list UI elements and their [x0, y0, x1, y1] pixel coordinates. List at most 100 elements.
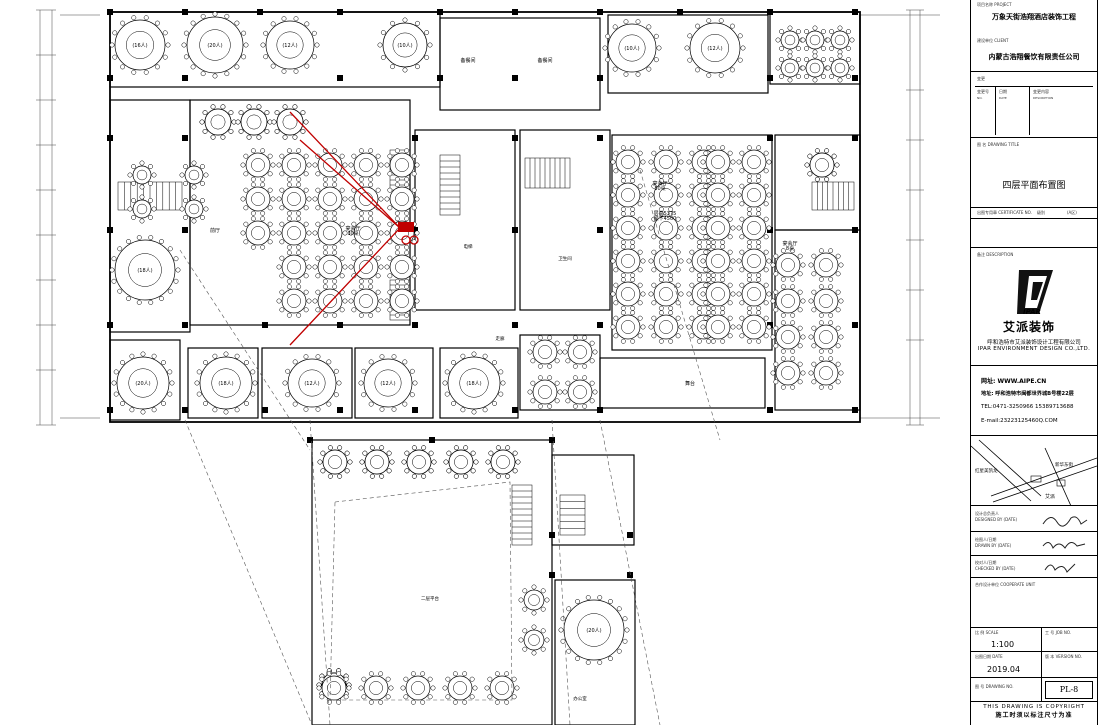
round-table: (10人): [377, 17, 433, 73]
chair: [756, 239, 762, 245]
chair: [111, 256, 117, 262]
table-top: [653, 215, 679, 241]
chair: [109, 42, 115, 48]
chair: [620, 272, 626, 278]
chair: [790, 356, 796, 362]
round-table: [443, 445, 479, 479]
chair: [608, 656, 613, 662]
chair: [117, 246, 123, 252]
chair: [797, 325, 803, 331]
chair: [375, 187, 381, 193]
round-table: [736, 277, 772, 311]
chair: [612, 24, 618, 30]
plan-label: 备餐间: [460, 57, 475, 64]
round-table: [808, 284, 844, 318]
chair: [703, 216, 709, 222]
lazy-susan: [453, 681, 467, 695]
chair: [537, 375, 543, 381]
chair: [368, 284, 374, 290]
chair: [250, 244, 256, 250]
table-top: [567, 379, 593, 405]
chair: [342, 162, 348, 168]
chair: [703, 249, 709, 255]
chair: [143, 15, 149, 21]
chair: [112, 30, 118, 36]
chair: [346, 685, 352, 691]
lazy-susan: [323, 158, 337, 172]
checker-label: 校对人/日期: [975, 560, 997, 565]
chair: [613, 282, 619, 288]
chair: [387, 205, 393, 211]
chair: [646, 24, 652, 30]
chair: [616, 606, 622, 612]
chair: [696, 277, 702, 283]
chair: [612, 66, 618, 72]
chair: [623, 71, 629, 77]
round-table: [348, 250, 384, 284]
chair: [332, 312, 338, 318]
chair: [228, 110, 234, 116]
chair: [386, 468, 392, 474]
round-table: [442, 671, 478, 705]
chair: [720, 305, 726, 311]
round-table: [610, 244, 646, 278]
chair: [589, 340, 595, 346]
table-top: [523, 629, 545, 651]
chair: [127, 206, 133, 212]
chair: [181, 42, 187, 48]
chair: [790, 312, 796, 318]
chair: [710, 178, 716, 184]
chair: [337, 445, 343, 451]
chair: [231, 119, 237, 125]
chair: [696, 305, 702, 311]
chair: [351, 307, 357, 313]
chair: [358, 250, 364, 256]
chair: [686, 225, 692, 231]
chair: [296, 250, 302, 256]
chair: [616, 648, 622, 654]
chair: [678, 225, 684, 231]
chair: [402, 359, 408, 365]
chair: [648, 324, 654, 330]
table-top: [653, 314, 679, 340]
chair: [270, 230, 276, 236]
chair: [585, 595, 591, 600]
table-top: [132, 165, 152, 185]
chair: [727, 150, 733, 156]
chair: [540, 646, 546, 652]
chair: [706, 272, 712, 278]
seal-label: 出图专用章: [977, 210, 997, 215]
chair: [411, 171, 417, 177]
chair: [668, 211, 674, 217]
round-table: [610, 178, 646, 212]
chair: [800, 65, 806, 71]
chair: [159, 296, 164, 302]
chair: [279, 273, 285, 279]
chair: [394, 244, 400, 250]
lazy-susan: [573, 385, 587, 399]
chair: [658, 173, 664, 179]
chair: [635, 19, 641, 25]
chair: [689, 201, 695, 207]
chair: [637, 183, 643, 189]
chair: [825, 37, 831, 43]
table-top: [281, 254, 307, 280]
round-table: (10人): [602, 19, 662, 77]
table-top: [489, 675, 515, 701]
chair: [126, 238, 131, 244]
chair: [756, 272, 762, 278]
lazy-susan: [395, 158, 409, 172]
chair: [326, 699, 332, 705]
change-section: 变更 变更号 日期 变更内容 NO. DATE DESCRIPTION: [971, 72, 1097, 138]
chair: [678, 324, 684, 330]
chair: [766, 192, 772, 198]
chair: [342, 196, 348, 202]
chair: [243, 42, 249, 48]
chair: [460, 407, 466, 413]
chair: [151, 353, 157, 359]
chair: [821, 74, 826, 79]
chair: [589, 380, 595, 386]
chair: [696, 310, 702, 316]
chair: [315, 255, 321, 261]
chair: [296, 244, 302, 250]
